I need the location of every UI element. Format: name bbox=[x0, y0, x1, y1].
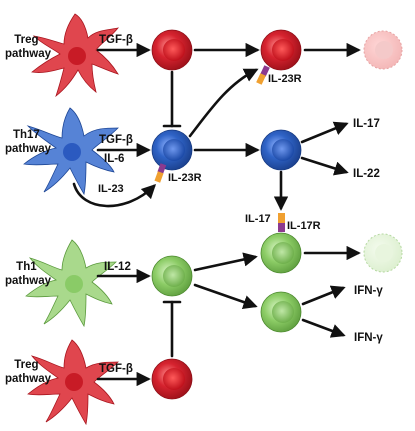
th1-cell-naive bbox=[151, 255, 193, 297]
label-ifng-1: IFN-γ bbox=[354, 285, 383, 297]
arrows bbox=[72, 42, 361, 387]
arrow-ifng-1 bbox=[301, 285, 346, 306]
dc-treg-bottom bbox=[27, 339, 119, 426]
th17-cell-1 bbox=[151, 129, 193, 171]
treg-cell-bottom bbox=[151, 358, 193, 400]
dc-treg-top bbox=[31, 13, 119, 98]
label-il22-out: IL-22 bbox=[353, 168, 380, 180]
arrow-ifng-2 bbox=[301, 318, 346, 338]
th1-cell-2 bbox=[260, 291, 302, 333]
dc-th17 bbox=[23, 107, 119, 196]
il17r-receptor bbox=[278, 213, 285, 232]
arrow-il23-curve bbox=[72, 182, 157, 208]
label-tgfb-th17: TGF-β bbox=[99, 134, 133, 146]
arrow-il22-out bbox=[300, 156, 349, 176]
pathway-label-treg-top: Treg pathway bbox=[5, 34, 52, 60]
label-il23r-top: IL-23R bbox=[268, 73, 302, 85]
label-tgfb-top: TGF-β bbox=[99, 34, 133, 46]
label-tgfb-bottom: TGF-β bbox=[99, 363, 133, 375]
pathway-label-treg-bottom: Treg pathway bbox=[5, 359, 52, 385]
th1-cell-il17r bbox=[260, 232, 302, 274]
arrow-il17-out bbox=[300, 121, 349, 144]
label-il6: IL-6 bbox=[104, 153, 124, 165]
treg-cell-2 bbox=[260, 29, 302, 71]
dc-th1 bbox=[25, 239, 117, 328]
il23r-receptor-mid bbox=[154, 163, 167, 183]
label-il23: IL-23 bbox=[98, 183, 124, 195]
treg-cell-faded bbox=[363, 30, 403, 70]
pathway-label-th17: Th17 pathway bbox=[5, 129, 52, 155]
th1-cell-faded bbox=[363, 233, 403, 273]
label-il12: IL-12 bbox=[104, 261, 131, 273]
arrow-th1-down bbox=[193, 283, 258, 309]
label-il17r: IL-17R bbox=[287, 220, 321, 232]
treg-cell-1 bbox=[151, 29, 193, 71]
label-il17-ligand: IL-17 bbox=[245, 213, 271, 225]
label-il17-out: IL-17 bbox=[353, 118, 380, 130]
arrow-th1-up bbox=[193, 252, 258, 272]
pathway-label-th1: Th1 pathway bbox=[5, 261, 52, 287]
label-il23r-mid: IL-23R bbox=[168, 172, 202, 184]
label-ifng-2: IFN-γ bbox=[354, 332, 383, 344]
arrow-th17-treg2 bbox=[188, 68, 259, 138]
th17-cell-2 bbox=[260, 129, 302, 171]
il23r-receptor-top bbox=[256, 65, 270, 85]
